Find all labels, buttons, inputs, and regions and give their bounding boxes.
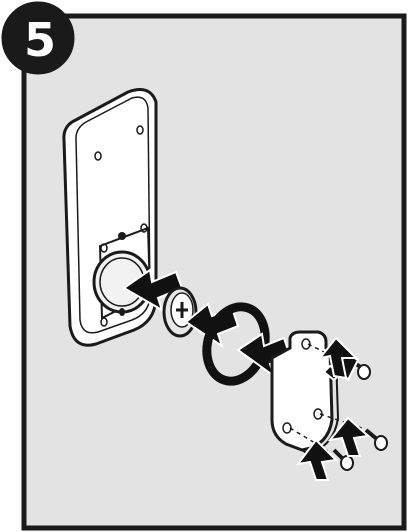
battery-icon — [164, 288, 196, 336]
step-badge — [2, 2, 74, 74]
lock-body — [64, 90, 156, 346]
